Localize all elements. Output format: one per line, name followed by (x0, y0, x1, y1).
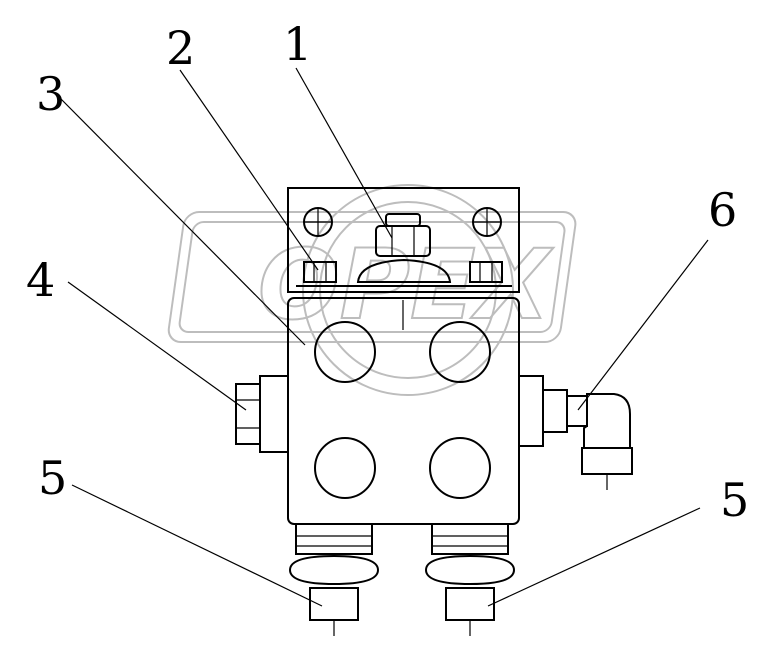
callout-1: 1 (283, 17, 312, 71)
leader-line-4 (67, 281, 247, 411)
leader-line-6 (577, 239, 709, 411)
callout-4: 4 (26, 253, 55, 307)
top-fitting (356, 213, 452, 330)
leader-line-1 (295, 67, 393, 239)
callout-2: 2 (166, 21, 195, 75)
leader-line-5a (71, 484, 323, 607)
mounting-bracket (287, 187, 520, 293)
leader-lines (59, 67, 709, 607)
callout-5-right: 5 (720, 473, 749, 527)
callout-3: 3 (36, 67, 65, 121)
callout-6: 6 (708, 183, 737, 237)
right-elbow-fitting (518, 375, 633, 490)
leader-line-5b (487, 507, 701, 607)
callout-5-left: 5 (38, 451, 67, 505)
bottom-fitting-right (424, 523, 516, 636)
leader-line-3 (59, 97, 306, 346)
left-plug (235, 375, 289, 453)
leader-line-2 (179, 69, 319, 271)
bottom-fitting-left (288, 523, 380, 636)
